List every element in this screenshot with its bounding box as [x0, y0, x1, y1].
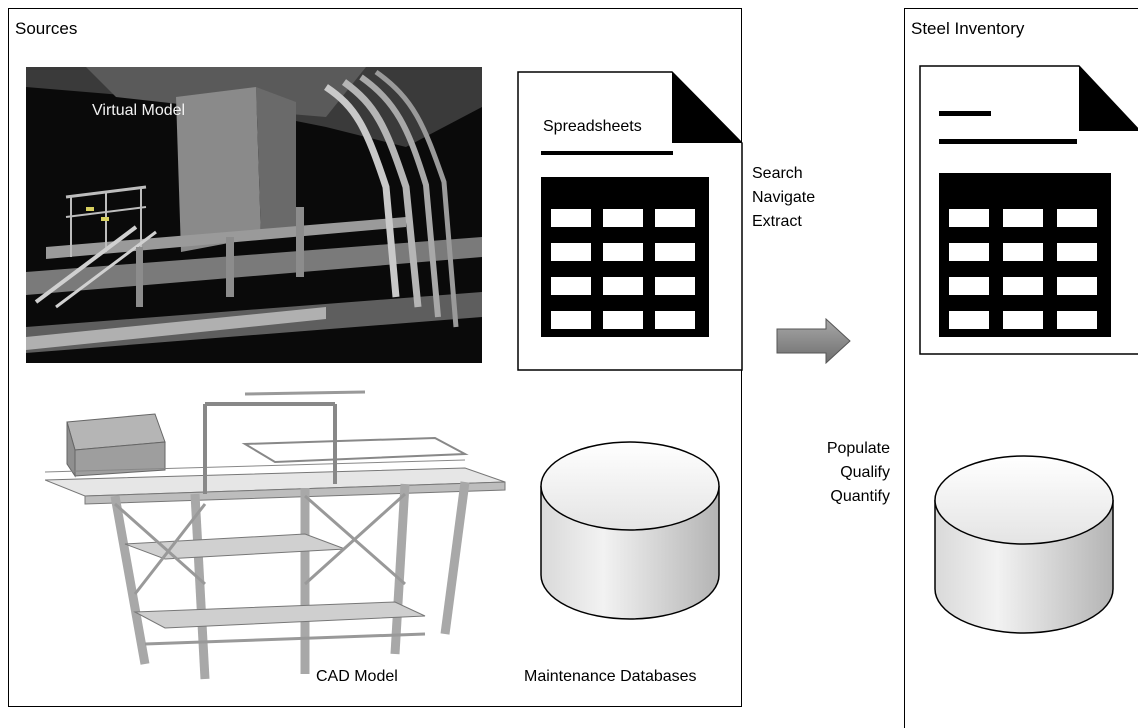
maintenance-database-icon: [539, 441, 721, 626]
virtual-model-label: Virtual Model: [92, 102, 186, 119]
spreadsheets-document: Spreadsheets: [517, 71, 743, 376]
action-populate: Populate: [826, 440, 890, 457]
inventory-title: Steel Inventory: [911, 19, 1025, 38]
cad-model-label: CAD Model: [316, 668, 398, 685]
action-search: Search: [752, 165, 803, 182]
sources-title: Sources: [15, 19, 78, 38]
action-quantify: Quantify: [830, 488, 890, 505]
action-qualify: Qualify: [840, 464, 890, 481]
inventory-database-icon: [933, 455, 1115, 640]
action-extract: Extract: [752, 213, 802, 230]
virtual-model-image: Virtual Model: [26, 67, 482, 363]
sources-panel: Sources: [8, 8, 743, 707]
action-navigate: Navigate: [752, 189, 816, 206]
maintenance-databases-label: Maintenance Databases: [524, 668, 697, 685]
spreadsheets-label: Spreadsheets: [543, 118, 642, 135]
right-arrow-icon: [776, 317, 852, 369]
steel-inventory-panel: Steel Inventory: [904, 8, 1138, 728]
cad-model-image: [44, 384, 515, 684]
inventory-document: [919, 65, 1138, 360]
